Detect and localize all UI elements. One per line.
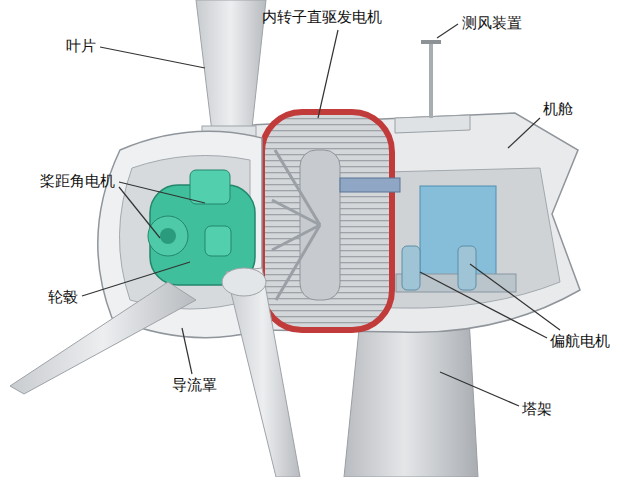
part-label: 测风装置: [462, 14, 522, 32]
part-label: 偏航电机: [550, 332, 610, 350]
generator-bracket: [340, 178, 400, 192]
blade-root: [222, 268, 266, 296]
part-label: 导流罩: [172, 376, 217, 394]
nacelle-shell: [250, 113, 580, 332]
leader-line: [440, 372, 519, 406]
part-label: 塔架: [522, 400, 552, 418]
spoke: [276, 225, 320, 300]
hub-flange: [148, 216, 188, 256]
blade: [196, 0, 266, 132]
leader-line: [82, 262, 190, 296]
rotor-spokes: [272, 150, 320, 300]
blade: [226, 268, 300, 477]
leader-line: [318, 30, 338, 118]
part-label: 机舱: [543, 100, 573, 118]
yaw-motor: [402, 246, 420, 290]
leader-line: [100, 47, 205, 68]
leader-lines: [82, 24, 560, 406]
hub-bore: [160, 228, 176, 244]
part-label: 叶片: [66, 37, 96, 55]
leader-line: [437, 24, 458, 38]
spoke: [272, 200, 320, 225]
generator-stator: [262, 112, 392, 330]
anemometer-pole: [429, 42, 433, 118]
anemometer-head: [421, 40, 441, 44]
part-label: 桨距角电机: [40, 172, 115, 190]
pitch-motor: [205, 226, 231, 256]
leader-line: [420, 272, 547, 338]
leader-line: [182, 328, 192, 374]
leader-line: [119, 187, 160, 238]
leader-line: [470, 264, 560, 330]
yaw-motor: [458, 246, 476, 290]
part-label: 轮毂: [48, 288, 78, 306]
blade: [10, 282, 196, 394]
leader-line: [508, 118, 540, 148]
leader-line: [119, 182, 205, 203]
pitch-motor: [190, 170, 230, 204]
part-label: 内转子直驱发电机: [262, 8, 382, 26]
